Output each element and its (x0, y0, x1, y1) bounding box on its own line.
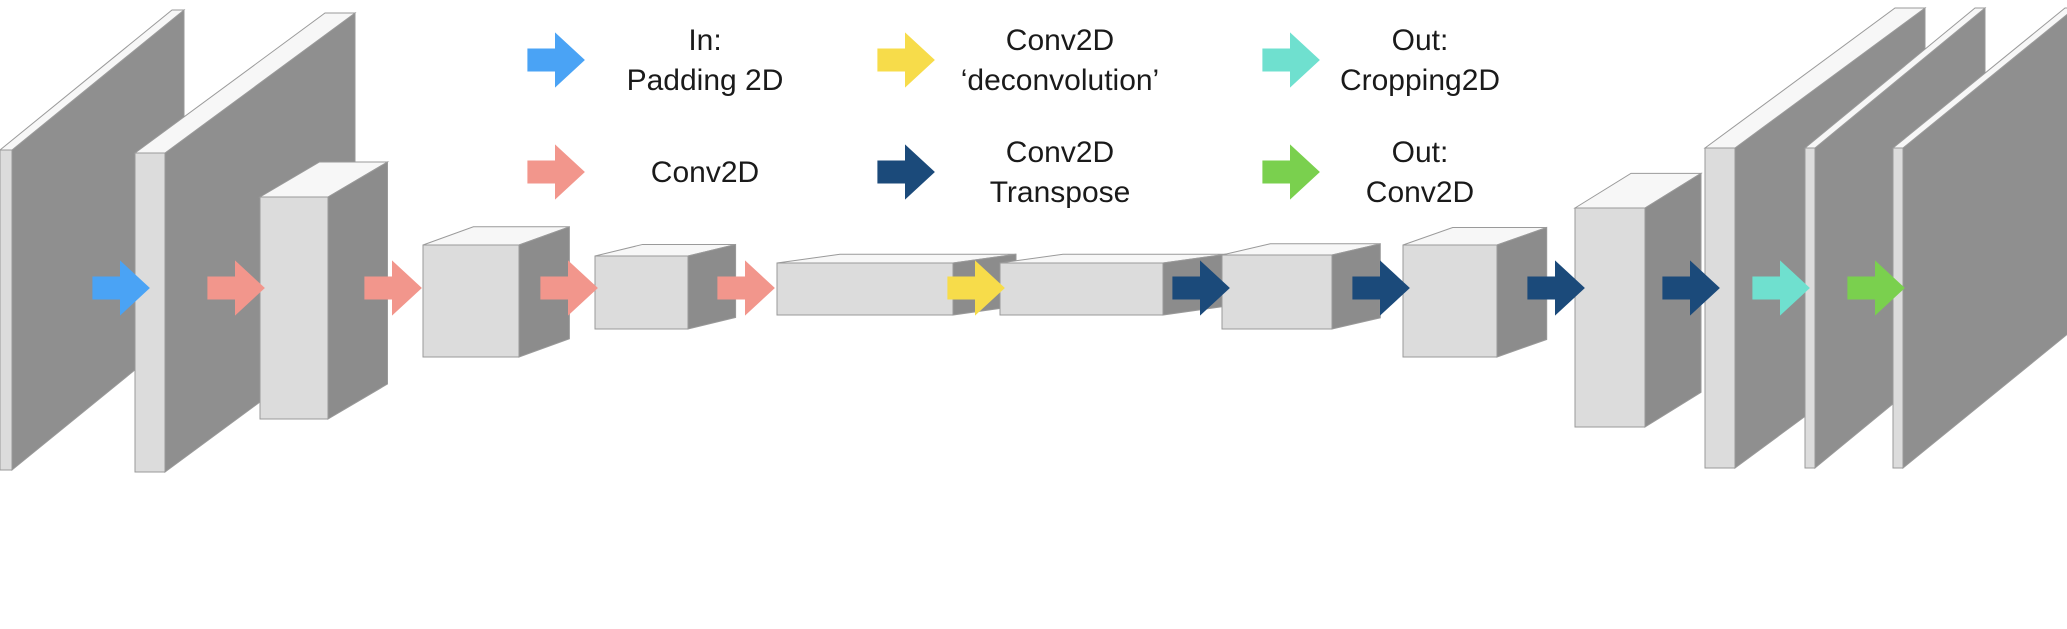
transpose-flow-arrow (1172, 260, 1230, 316)
transpose-flow-arrow (1662, 260, 1720, 316)
feature-block (1402, 226, 1548, 358)
block-front-face (422, 244, 520, 358)
padding-legend-icon (527, 32, 585, 88)
conv-flow-arrow (207, 260, 265, 316)
block-front-face (776, 262, 954, 316)
slab-front-face (134, 152, 166, 473)
deconv-flow-arrow (947, 260, 1005, 316)
legend-label: Transpose (990, 176, 1131, 209)
legend-label: Padding 2D (627, 64, 784, 97)
legend-label: Out: (1392, 136, 1449, 169)
block-front-face (259, 196, 329, 420)
outconv-legend-icon (1262, 144, 1320, 200)
flow-arrows (92, 260, 1905, 316)
transpose-flow-arrow (1527, 260, 1585, 316)
block-front-face (594, 255, 689, 330)
transpose-legend-icon (877, 144, 935, 200)
block-front-face (999, 262, 1164, 316)
padding-flow-arrow (92, 260, 150, 316)
conv-flow-arrow (540, 260, 598, 316)
legend: In: Padding 2D Conv2D ‘deconvolution’ Out: Cr… (527, 24, 1500, 209)
block-front-face (1221, 254, 1333, 330)
legend-label: ‘deconvolution’ (961, 64, 1159, 97)
outconv-flow-arrow (1847, 260, 1905, 316)
conv-flow-arrow (364, 260, 422, 316)
slab-front-face (1892, 147, 1904, 469)
slab-front-face (1804, 147, 1816, 469)
legend-label: Conv2D (1366, 176, 1474, 209)
slab-front-face (1704, 147, 1736, 469)
feature-block (258, 161, 390, 420)
conv-flow-arrow (717, 260, 775, 316)
legend-label: Cropping2D (1340, 64, 1500, 97)
cropping-legend-icon (1262, 32, 1320, 88)
legend-label: Conv2D (1006, 136, 1114, 169)
feature-block (1573, 172, 1703, 428)
transpose-flow-arrow (1352, 260, 1410, 316)
legend-label: Conv2D (651, 156, 759, 189)
cropping-flow-arrow (1752, 260, 1810, 316)
legend-label: Out: (1392, 24, 1449, 57)
feature-slab (1891, 7, 2067, 470)
deconv-legend-icon (877, 32, 935, 88)
legend-label: In: (688, 24, 721, 57)
legend-label: Conv2D (1006, 24, 1114, 57)
layer-blocks (0, 6, 2067, 473)
feature-block (594, 243, 737, 330)
conv-legend-icon (527, 144, 585, 200)
slab-front-face (0, 149, 13, 471)
feature-block (1221, 243, 1381, 330)
block-front-face (1574, 207, 1646, 428)
block-front-face (1402, 244, 1498, 358)
